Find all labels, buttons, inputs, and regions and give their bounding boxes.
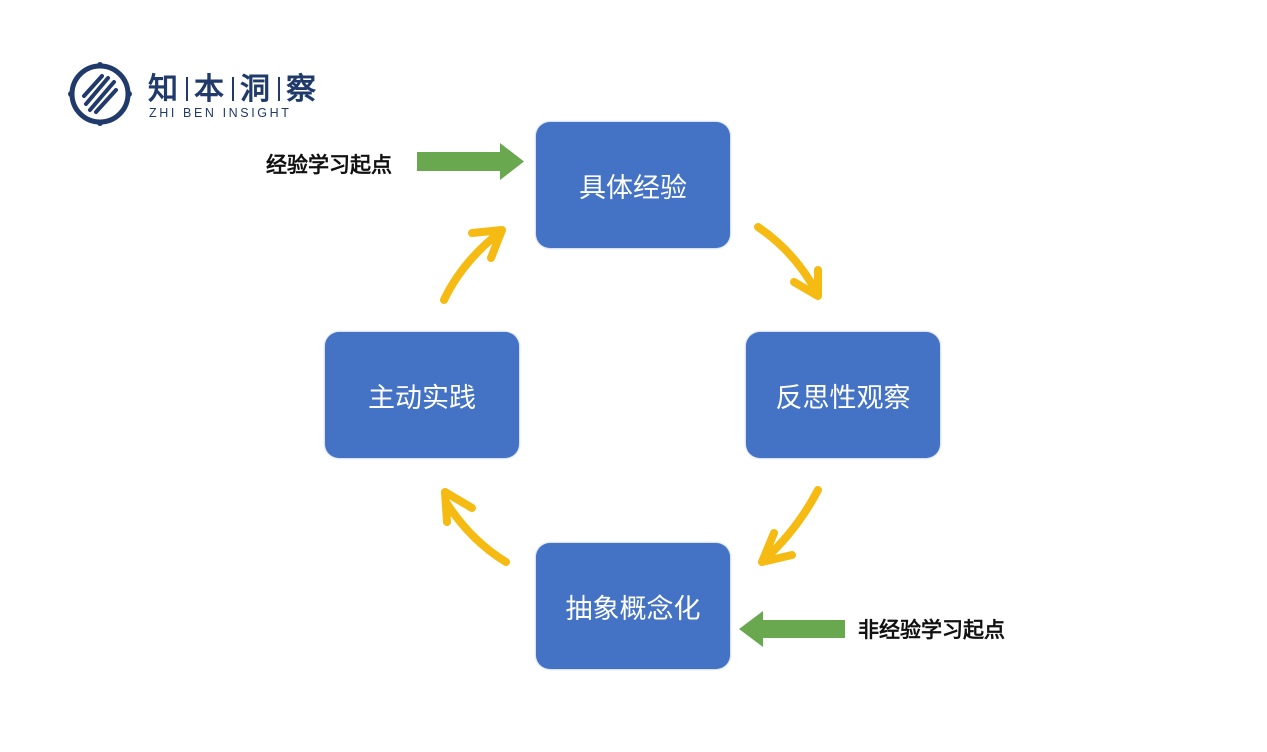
entry-label-experiential: 经验学习起点: [266, 153, 392, 177]
stage-reflective-observation: 反思性观察: [746, 332, 940, 458]
entry-arrow-start: [417, 143, 524, 180]
logo-emblem-icon: [68, 62, 132, 126]
stage-concrete-experience: 具体经验: [536, 122, 730, 248]
stage-abstract-conceptualization: 抽象概念化: [536, 543, 730, 669]
cycle-arrow-right-to-bottom: [758, 486, 822, 566]
logo-english-name: ZHI BEN INSIGHT: [149, 106, 292, 120]
cycle-arrow-bottom-to-left: [441, 488, 510, 566]
logo-chinese-name: 知本洞察: [148, 72, 318, 107]
cycle-arrow-top-to-right: [754, 223, 822, 300]
entry-arrow-nonstart: [739, 611, 845, 647]
brand-logo: 知本洞察 ZHI BEN INSIGHT: [68, 62, 328, 128]
cycle-arrow-left-to-top: [440, 226, 506, 304]
stage-active-experimentation: 主动实践: [325, 332, 519, 458]
entry-label-non-experiential: 非经验学习起点: [858, 618, 1005, 642]
